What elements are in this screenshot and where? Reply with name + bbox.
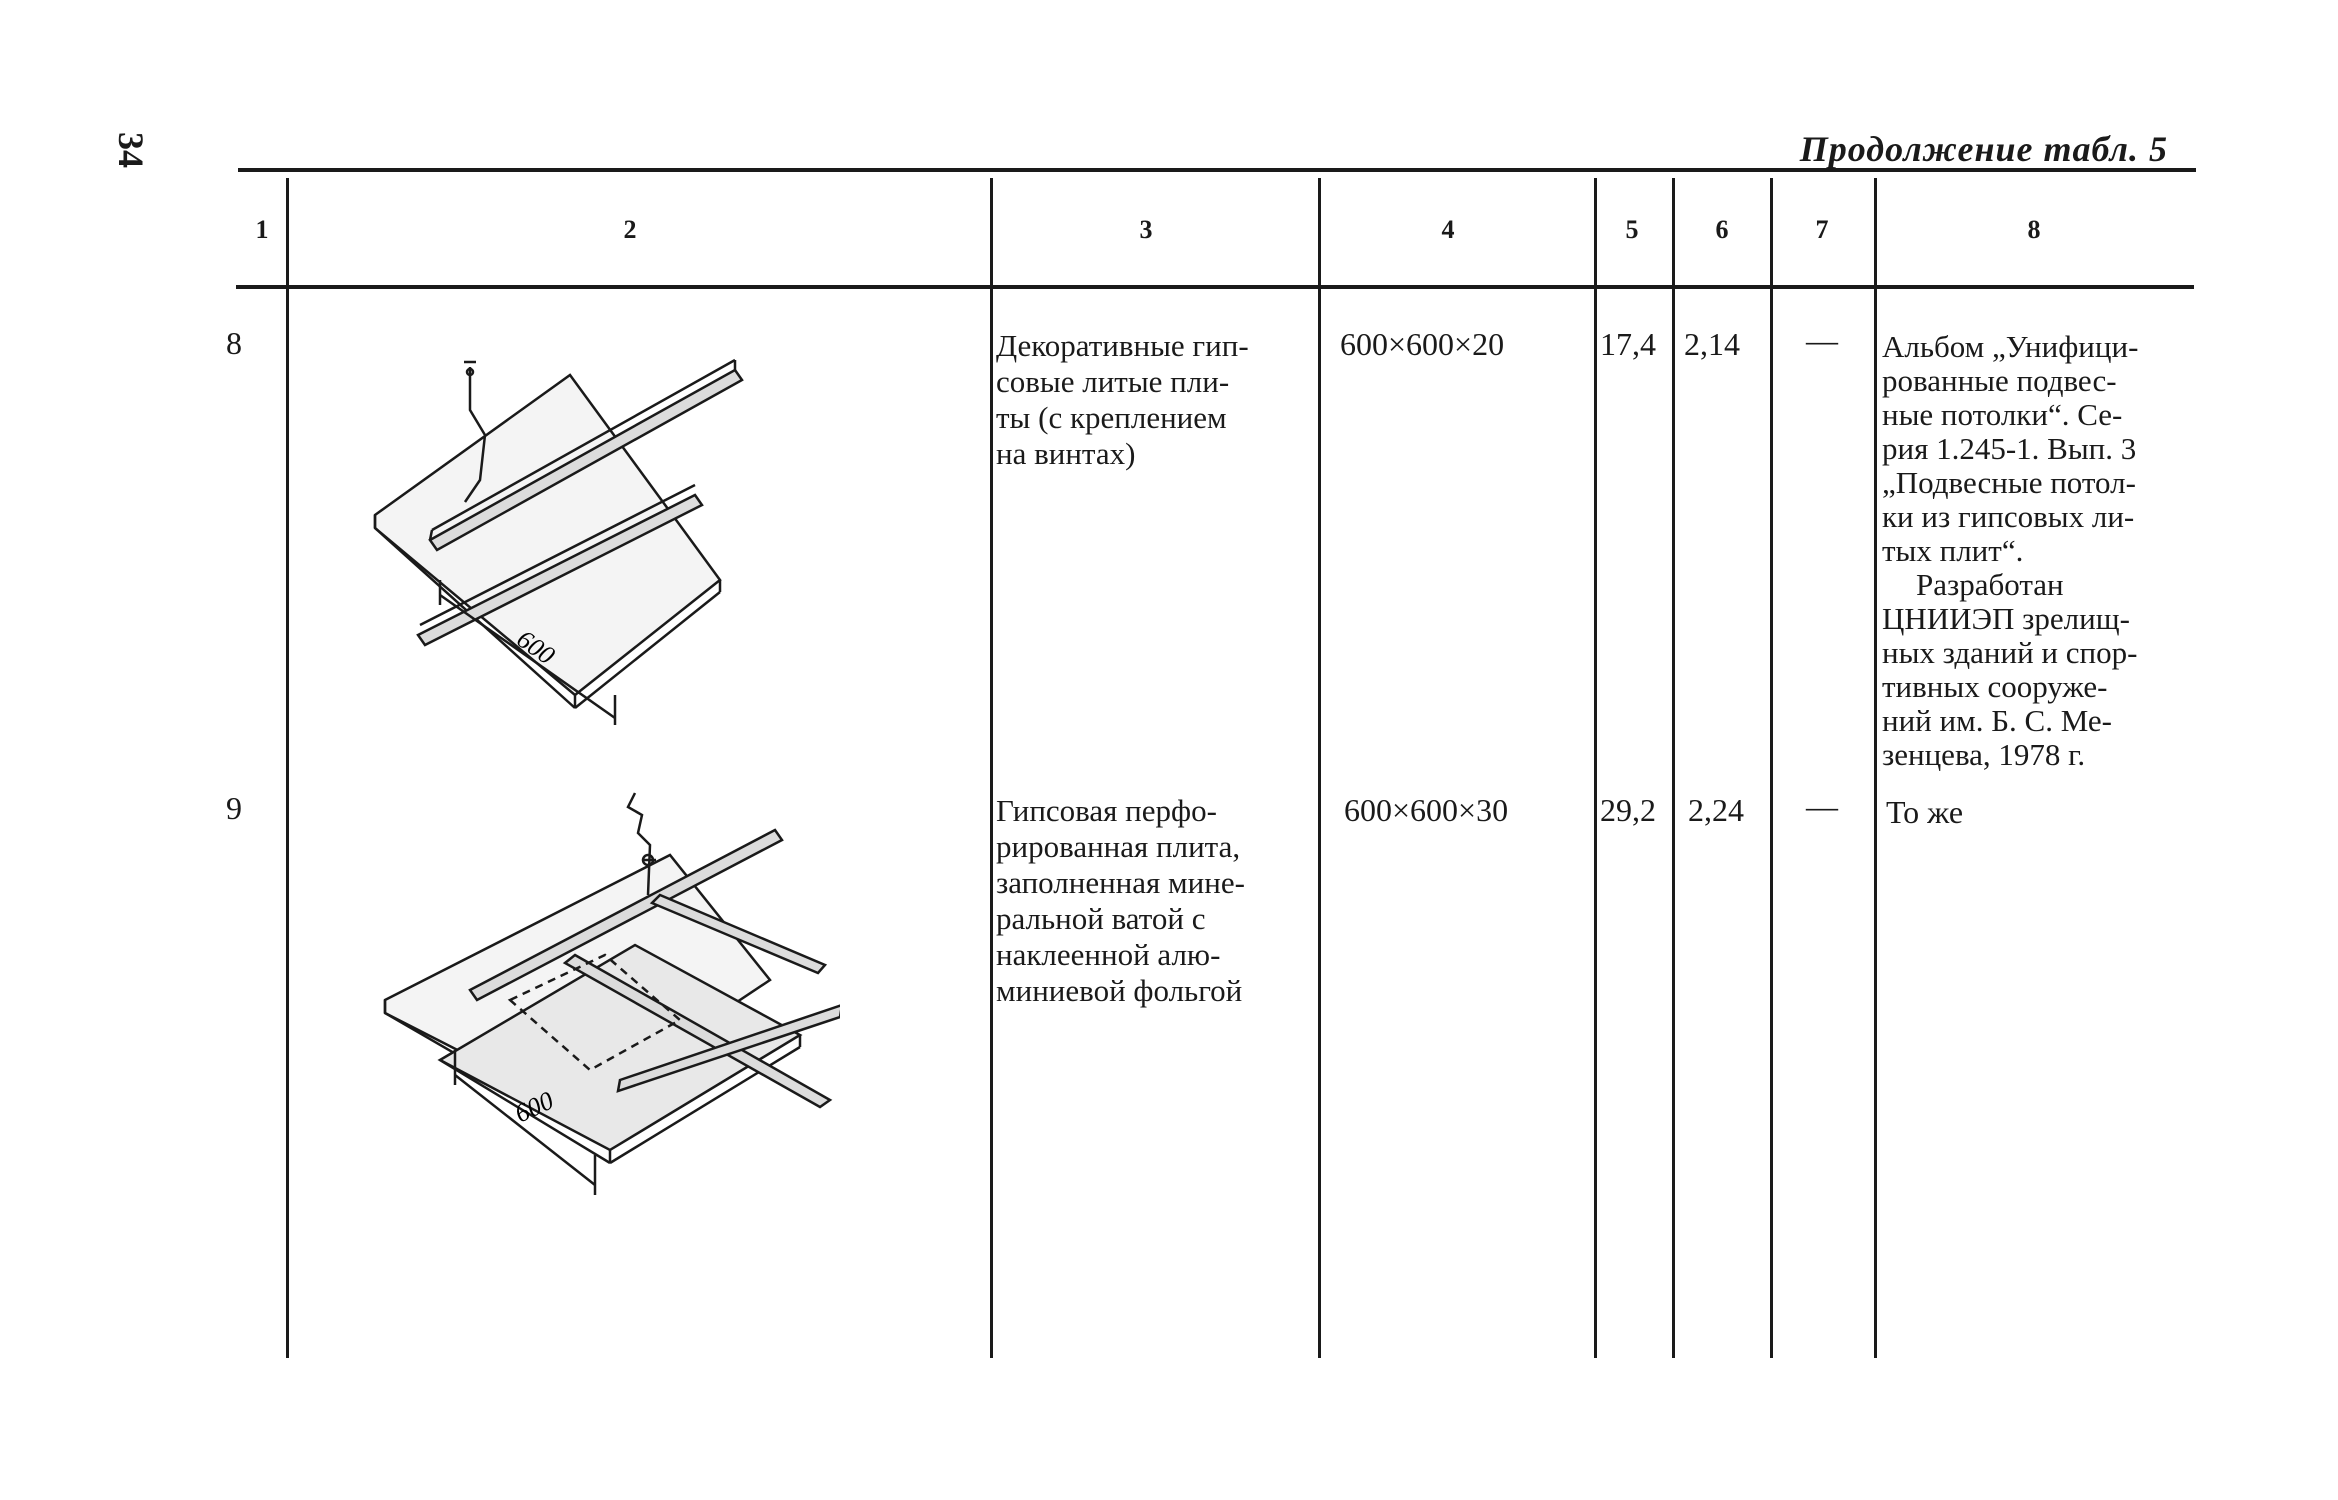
col-divider-2 <box>990 178 993 1358</box>
row8-reference: Альбом „Унифици- рованные подвес- ные по… <box>1882 329 2139 772</box>
row8-col5: 17,4 <box>1600 326 1656 362</box>
perforated-plate-drawing: 600 <box>383 792 840 1195</box>
column-header-4: 4 <box>1441 215 1455 244</box>
table-top-rule <box>238 168 2196 172</box>
row9-col5: 29,2 <box>1600 792 1656 828</box>
header-bottom-rule <box>236 285 2194 289</box>
row9-size: 600×600×30 <box>1344 792 1509 828</box>
row8-col7: — <box>1806 322 1838 358</box>
col-divider-5 <box>1672 178 1675 1358</box>
row8-col6: 2,14 <box>1684 326 1740 362</box>
row-number: 9 <box>226 790 242 826</box>
row8-size: 600×600×20 <box>1340 326 1505 362</box>
col-divider-3 <box>1318 178 1321 1358</box>
column-header-8: 8 <box>2027 215 2041 244</box>
page-number: 34 <box>111 132 151 168</box>
column-header-1: 1 <box>255 215 269 244</box>
column-header-2: 2 <box>623 215 637 244</box>
column-header-3: 3 <box>1139 215 1153 244</box>
column-header-6: 6 <box>1715 215 1729 244</box>
column-header-7: 7 <box>1815 215 1829 244</box>
col-divider-7 <box>1874 178 1877 1358</box>
column-header-5: 5 <box>1625 215 1639 244</box>
row9-col7: — <box>1806 788 1838 824</box>
row-number: 8 <box>226 325 242 361</box>
row8-description: Декоративные гип- совые литые пли- ты (с… <box>996 328 1249 471</box>
row9-col6: 2,24 <box>1688 792 1744 828</box>
col-divider-4 <box>1594 178 1597 1358</box>
ceiling-plate-drawing: 600 <box>373 358 744 725</box>
table-caption: Продолжение табл. 5 <box>1799 129 2168 169</box>
row9-reference: То же <box>1886 794 1964 830</box>
col-divider-6 <box>1770 178 1773 1358</box>
row9-description: Гипсовая перфо- рированная плита, заполн… <box>996 793 1245 1008</box>
col-divider-1 <box>286 178 289 1358</box>
